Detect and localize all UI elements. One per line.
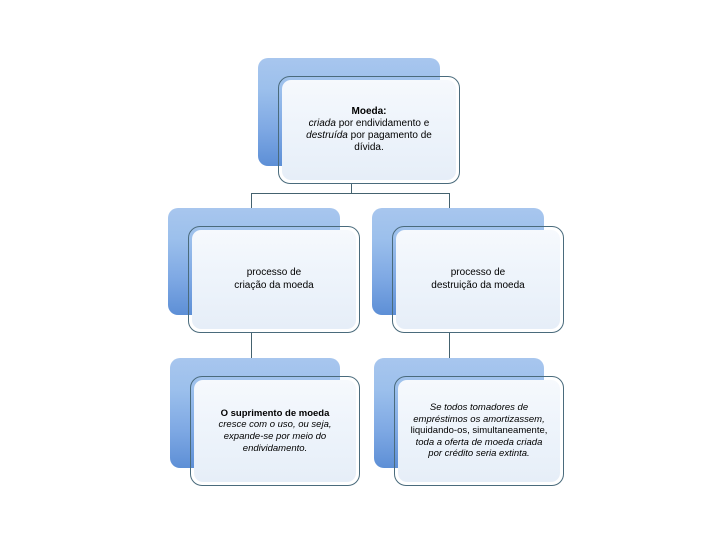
node-suprimento-moeda-line-4: endividamento. bbox=[242, 442, 308, 454]
node-processo-destruicao-line-1: processo de bbox=[450, 267, 506, 279]
node-suprimento-moeda[interactable]: O suprimento de moeda cresce com o uso, … bbox=[170, 358, 360, 486]
node-moeda-line-2-italic: criada bbox=[308, 117, 336, 129]
node-processo-criacao[interactable]: processo de criação da moeda bbox=[168, 208, 360, 333]
node-oferta-extinta-panel: Se todos tomadores de empréstimos os amo… bbox=[398, 380, 560, 482]
connector-to-create bbox=[251, 193, 252, 215]
node-suprimento-moeda-line-2: cresce com o uso, ou seja, bbox=[218, 419, 332, 431]
node-oferta-extinta-line-4: toda a oferta de moeda criada bbox=[415, 436, 543, 448]
node-processo-destruicao-panel: processo de destruição da moeda bbox=[396, 230, 560, 329]
node-oferta-extinta-line-3: liquidando-os, simultaneamente, bbox=[410, 425, 548, 437]
node-oferta-extinta-line-2: empréstimos os amortizassem, bbox=[413, 413, 545, 425]
node-processo-destruicao-label: processo de destruição da moeda bbox=[425, 267, 530, 291]
node-suprimento-moeda-outline bbox=[190, 376, 360, 486]
node-suprimento-moeda-line-1: O suprimento de moeda bbox=[220, 407, 330, 419]
node-oferta-extinta[interactable]: Se todos tomadores de empréstimos os amo… bbox=[374, 358, 564, 486]
node-suprimento-moeda-line-3: expande-se por meio do bbox=[223, 431, 327, 442]
node-moeda[interactable]: Moeda: criada por endividamento e destru… bbox=[258, 58, 460, 184]
node-moeda-outline bbox=[278, 76, 460, 184]
connector-create-to-supply bbox=[251, 333, 252, 363]
node-processo-criacao-line-1: processo de bbox=[246, 267, 302, 279]
connector-to-destroy bbox=[449, 193, 450, 215]
node-moeda-line-2-rest: por endividamento e bbox=[335, 117, 430, 129]
node-processo-destruicao-line-2: destruição da moeda bbox=[431, 279, 525, 291]
node-processo-criacao-label: processo de criação da moeda bbox=[228, 267, 320, 291]
connector-split-bar bbox=[251, 193, 450, 194]
node-oferta-extinta-outline bbox=[394, 376, 564, 486]
node-moeda-panel: Moeda: criada por endividamento e destru… bbox=[282, 80, 456, 180]
node-oferta-extinta-line-5: por crédito seria extinta. bbox=[428, 448, 530, 460]
node-processo-destruicao[interactable]: processo de destruição da moeda bbox=[372, 208, 564, 333]
node-moeda-line-3-rest: por pagamento de bbox=[347, 130, 432, 141]
node-oferta-extinta-line-1: Se todos tomadores de bbox=[429, 402, 529, 414]
node-suprimento-moeda-panel: O suprimento de moeda cresce com o uso, … bbox=[194, 380, 356, 482]
node-processo-destruicao-outline bbox=[392, 226, 564, 333]
node-moeda-label: Moeda: criada por endividamento e destru… bbox=[300, 106, 438, 155]
node-oferta-extinta-label: Se todos tomadores de empréstimos os amo… bbox=[405, 402, 554, 460]
connector-destroy-to-extinct bbox=[449, 333, 450, 363]
node-suprimento-moeda-label: O suprimento de moeda cresce com o uso, … bbox=[213, 408, 338, 454]
node-moeda-line-1: Moeda: bbox=[351, 105, 387, 117]
node-moeda-line-3-italic: destruída bbox=[306, 130, 348, 141]
connector-root-stem bbox=[351, 184, 352, 194]
node-processo-criacao-panel: processo de criação da moeda bbox=[192, 230, 356, 329]
node-processo-criacao-line-2: criação da moeda bbox=[234, 279, 314, 291]
node-moeda-line-4: dívida. bbox=[354, 142, 384, 154]
node-processo-criacao-outline bbox=[188, 226, 360, 333]
